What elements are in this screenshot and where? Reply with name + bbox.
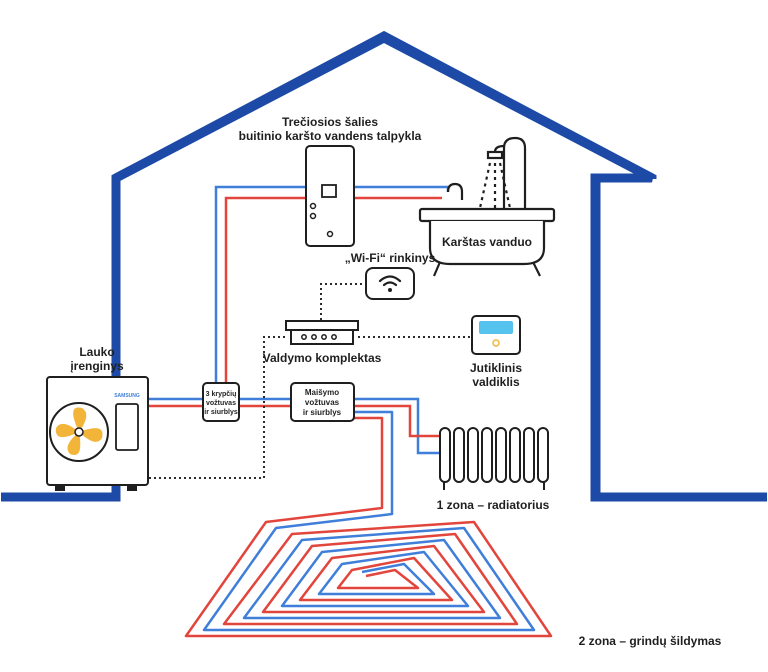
floor-heating-loop <box>184 410 553 638</box>
mixing-valve-box <box>290 382 355 422</box>
three-way-valve-label-line1: 3 krypčių <box>206 391 237 398</box>
control-kit <box>285 320 359 345</box>
radiator <box>439 427 549 490</box>
zone1-label: 1 zona – radiatorius <box>437 498 550 512</box>
brand-label: SAMSUNG <box>114 393 140 399</box>
mixing-valve-label-line3: ir siurblys <box>303 408 342 417</box>
touch-controller <box>471 315 521 355</box>
wifi-kit-label: „Wi-Fi“ rinkinys <box>345 251 436 265</box>
outdoor-unit <box>46 376 149 491</box>
mixing-valve-label-line2: vožtuvas <box>305 398 340 407</box>
fan-icon <box>55 407 103 456</box>
bathtub <box>418 136 556 277</box>
mixing-valve-label-line1: Maišymo <box>305 388 339 397</box>
three-way-valve-label-line3: ir siurblys <box>204 409 238 416</box>
tank-label-line2: buitinio karšto vandens talpykla <box>239 129 422 143</box>
zone2-label: 2 zona – grindų šildymas <box>579 634 722 648</box>
pipes-radiator <box>354 397 440 455</box>
wifi-icon <box>378 275 402 287</box>
hot-water-label: Karštas vanduo <box>442 235 532 249</box>
thermostat-label-line2: valdiklis <box>472 375 520 389</box>
house-roof <box>113 32 655 183</box>
thermostat-label-line1: Jutiklinis <box>470 361 522 375</box>
house-wall-right <box>591 176 767 502</box>
wifi-kit <box>365 267 415 300</box>
house-wall-left <box>1 176 121 502</box>
outdoor-unit-label-line1: Lauko <box>79 345 114 359</box>
hot-water-tank <box>305 145 355 247</box>
control-kit-label: Valdymo komplektas <box>263 351 382 365</box>
three-way-valve-box <box>202 382 240 422</box>
tank-label-line1: Trečiosios šalies <box>282 115 378 129</box>
three-way-valve-label-line2: vožtuvas <box>206 400 236 407</box>
outdoor-unit-label-line2: įrenginys <box>70 359 124 373</box>
control-wires <box>148 283 472 479</box>
